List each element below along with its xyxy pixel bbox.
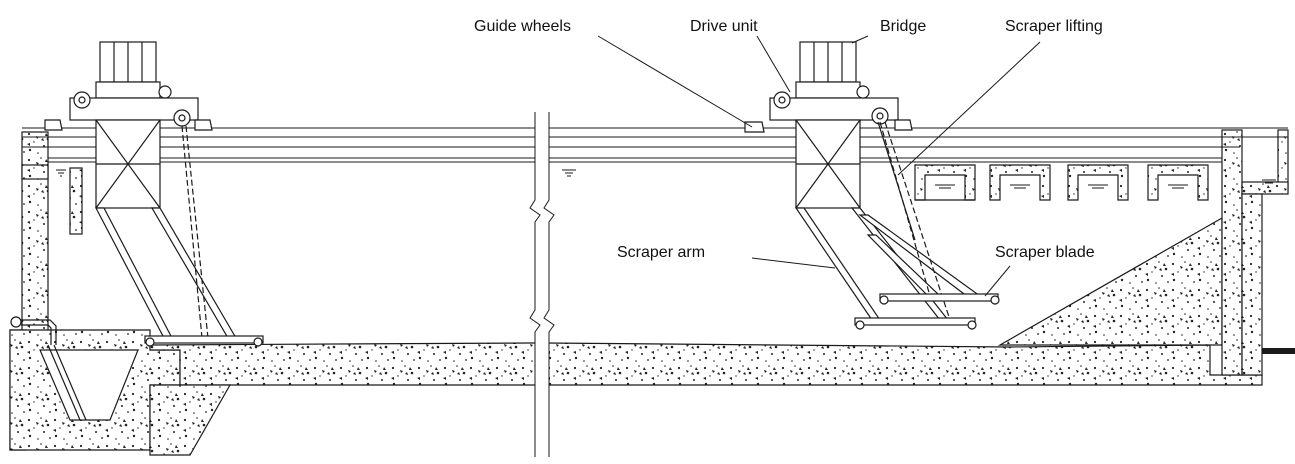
effluent-troughs [914,164,1209,201]
left-bridge-assembly [44,41,264,347]
scraper-blade-lower [854,317,976,326]
floor-slab [149,342,1263,386]
inlet-baffle [69,167,83,235]
concrete-structure [9,129,1289,456]
break-lines [529,112,555,457]
scraper-blade-upper [879,293,999,302]
label-scraper-blade: Scraper blade [995,244,1095,261]
right-wall [1221,129,1243,376]
label-bridge: Bridge [880,18,927,35]
water-level-symbols [56,169,1276,189]
label-scraper-arm: Scraper arm [617,244,706,261]
inlet-pipe [10,316,87,421]
outlet-pipe [1262,348,1295,354]
label-guide-wheels: Guide wheels [474,18,571,35]
label-scraper-lifting: Scraper lifting [1005,18,1103,35]
left-wall [21,131,49,333]
right-bridge-assembly [744,41,1000,330]
walkway-rails [22,127,1288,163]
label-drive-unit: Drive unit [690,18,758,35]
sloped-fill [997,216,1223,346]
leader-lines [597,35,1041,297]
